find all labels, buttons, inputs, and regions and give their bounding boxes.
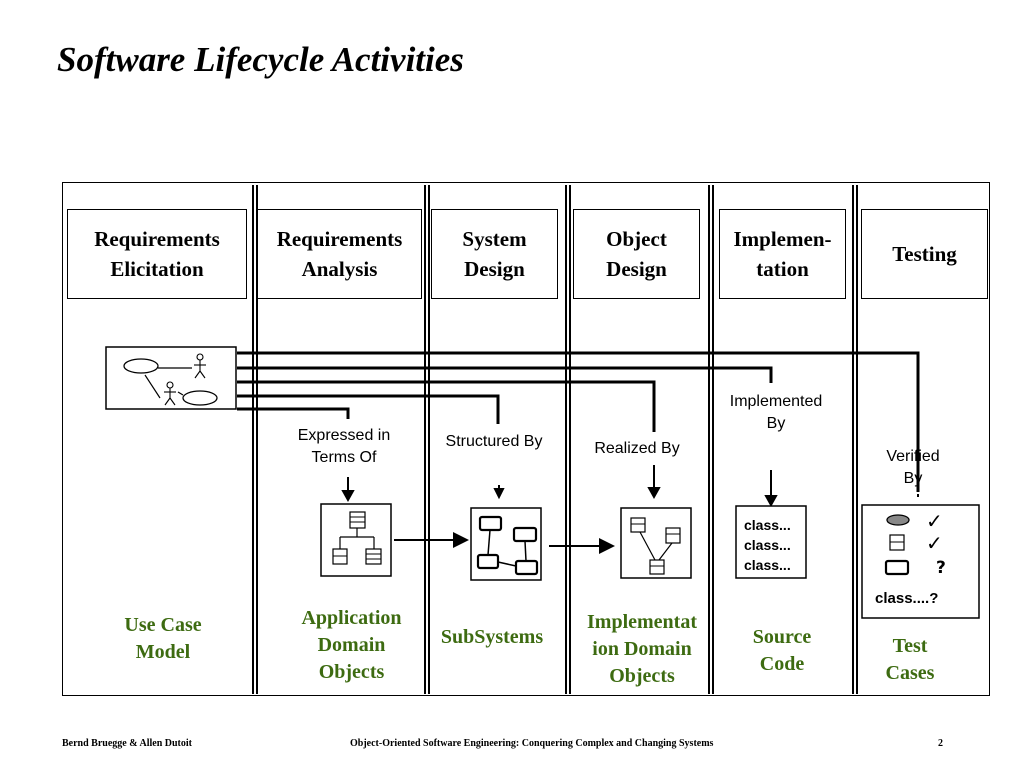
check-mark-icon: ✓: [926, 531, 943, 555]
trace-line-implemented: [237, 366, 773, 383]
phase-label: tation: [756, 257, 809, 281]
phase-label: Requirements: [276, 227, 403, 251]
column-separator: [712, 185, 714, 694]
test-cases-icon: [861, 504, 980, 619]
model-use-case: Use Case Model: [100, 612, 226, 666]
model-label-text: SubSystems: [440, 626, 544, 648]
relation-label: Implemented: [729, 393, 823, 410]
subsystems-icon: [470, 507, 542, 581]
column-separator: [565, 185, 567, 694]
subsystem-icon: [884, 559, 910, 576]
phase-label: Design: [464, 257, 525, 281]
phase-label: Analysis: [301, 257, 378, 281]
use-case-ellipse-icon: [886, 514, 910, 526]
phase-implementation: Implemen-tation: [719, 209, 846, 299]
footer-page-number: 2: [938, 738, 943, 749]
phase-label: Requirements: [94, 227, 220, 251]
use-case-model-icon: [105, 346, 237, 410]
phase-label: Object: [606, 227, 667, 251]
model-source-code: Source Code: [731, 624, 833, 678]
phase-label: Implemen-: [733, 227, 832, 251]
test-class-line: class....?: [875, 590, 939, 607]
column-separator: [856, 185, 858, 694]
model-implementation-domain-objects: Implementat ion Domain Objects: [572, 609, 712, 690]
phase-label: System: [462, 227, 527, 251]
model-subsystems: SubSystems: [424, 624, 560, 651]
implementation-domain-objects-icon: [620, 507, 692, 579]
column-separator: [428, 185, 430, 694]
source-code-line: class...: [744, 537, 791, 553]
source-code-line: class...: [744, 517, 791, 533]
relation-realized: Realized By: [578, 438, 696, 460]
model-label-text: Domain: [317, 634, 386, 656]
down-arrows: [341, 465, 919, 508]
relation-expressed: Expressed in Terms Of: [284, 425, 404, 469]
phase-label: Testing: [892, 242, 957, 266]
source-code-box: [735, 505, 807, 579]
model-label-text: ion Domain: [592, 638, 692, 660]
trace-line-expressed: [237, 407, 350, 419]
relation-structured: Structured By: [430, 431, 558, 453]
trace-line-verified: [237, 351, 920, 492]
phase-label: Design: [606, 257, 667, 281]
application-domain-objects-icon: [320, 503, 392, 577]
relation-label: Structured By: [445, 433, 543, 450]
trace-line-realized: [237, 380, 656, 432]
model-label-text: Cases: [885, 662, 935, 684]
model-label-text: Use Case: [124, 614, 202, 636]
column-separator: [852, 185, 854, 694]
slide-title: Software Lifecycle Activities: [57, 40, 464, 79]
column-separator: [569, 185, 571, 694]
trace-line-structured: [237, 394, 500, 424]
relation-verified: Verified By: [869, 446, 957, 490]
column-separator: [252, 185, 254, 694]
model-label-text: Code: [759, 653, 805, 675]
source-code-line: class...: [744, 557, 791, 573]
relation-label: By: [766, 415, 786, 432]
model-label-text: Application: [301, 607, 402, 629]
column-separator: [708, 185, 710, 694]
model-label-text: Objects: [318, 661, 385, 683]
trace-lines: [237, 351, 920, 492]
footer-book-title: Object-Oriented Software Engineering: Co…: [350, 738, 714, 749]
relation-label: Realized By: [594, 440, 680, 457]
model-label-text: Test: [892, 635, 928, 657]
column-separator: [424, 185, 426, 694]
model-label-text: Model: [135, 641, 191, 663]
relation-label: Expressed in: [297, 427, 391, 444]
relation-implemented: Implemented By: [714, 391, 838, 435]
model-test-cases: Test Cases: [865, 633, 955, 687]
check-mark-icon: ✓: [926, 509, 943, 533]
phase-label: Elicitation: [110, 257, 204, 281]
model-label-text: Implementat: [587, 611, 697, 633]
footer-authors: Bernd Bruegge & Allen Dutoit: [62, 738, 192, 749]
diagram-frame: [62, 182, 990, 696]
question-mark: ?: [936, 558, 946, 578]
relation-label: By: [903, 470, 923, 487]
column-separator: [256, 185, 258, 694]
model-application-domain-objects: Application Domain Objects: [285, 605, 418, 686]
model-label-text: Source: [752, 626, 812, 648]
phase-testing: Testing: [861, 209, 988, 299]
relation-label: Verified: [886, 448, 940, 465]
relation-label: Terms Of: [311, 449, 377, 466]
model-label-text: Objects: [609, 665, 675, 687]
